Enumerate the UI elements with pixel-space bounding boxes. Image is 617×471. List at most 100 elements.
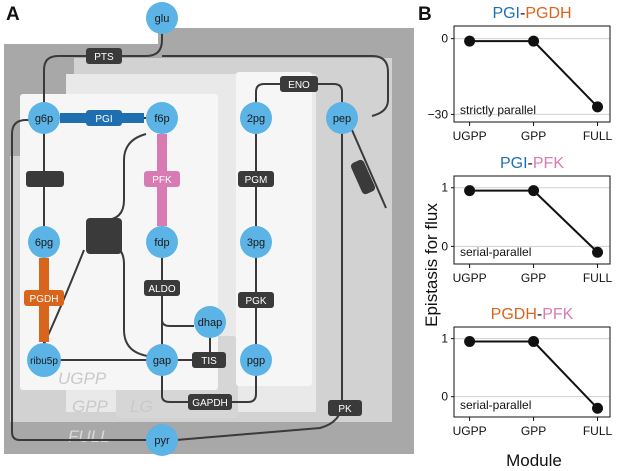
chart-title: PGI-PFK — [500, 155, 564, 172]
svg-text:PFK: PFK — [152, 175, 172, 186]
svg-text:PK: PK — [338, 404, 352, 415]
panel-a-letter: A — [6, 4, 20, 25]
data-point — [464, 185, 476, 197]
data-point — [528, 336, 540, 348]
svg-text:gap: gap — [153, 355, 171, 367]
enzyme-aldo: ALDO — [144, 280, 180, 296]
chart-frame — [453, 25, 611, 123]
chart-title-left: PGI — [492, 5, 520, 22]
y-tick-label: 0 — [441, 239, 448, 253]
svg-text:PGDH: PGDH — [30, 294, 59, 305]
enzyme-transketolase-block — [86, 218, 122, 254]
svg-text:g6p: g6p — [35, 113, 53, 125]
enzyme-gapdh: GAPDH — [188, 394, 232, 410]
metabolite-glu: glu — [146, 2, 178, 34]
module-label-ugpp: UGPP — [58, 369, 107, 388]
metabolite-6pg: 6pg — [28, 226, 60, 258]
chart-title-left: PGDH — [491, 306, 537, 323]
x-tick-label: UGPP — [453, 271, 487, 285]
metabolite-ribu5p: ribu5p — [27, 343, 61, 377]
x-tick-label: FULL — [583, 424, 613, 438]
module-label-lg: LG — [130, 397, 153, 416]
svg-text:GAPDH: GAPDH — [192, 398, 228, 409]
data-point — [592, 402, 604, 414]
svg-text:2pg: 2pg — [247, 113, 265, 125]
series-line — [469, 189, 599, 253]
svg-text:pyr: pyr — [154, 435, 170, 447]
metabolite-pyr: pyr — [146, 424, 178, 456]
metabolite-gap: gap — [146, 344, 178, 376]
enzyme-pk: PK — [328, 400, 362, 416]
y-tick-label: −30 — [428, 107, 449, 121]
chart-title-right: PFK — [542, 306, 573, 323]
x-axis-title: Module — [506, 451, 562, 470]
metabolite-fdp: fdp — [146, 226, 178, 258]
edge-aldo-dhap — [161, 300, 194, 327]
svg-text:ALDO: ALDO — [148, 284, 175, 295]
panel-b-letter: B — [418, 4, 432, 25]
y-tick-label: 1 — [441, 181, 448, 195]
x-tick-label: GPP — [521, 129, 546, 143]
data-point — [592, 246, 604, 258]
metabolite-pgp: pgp — [240, 344, 272, 376]
enzyme-pgdh: PGDH — [24, 290, 64, 306]
metabolite-f6p: f6p — [146, 102, 178, 134]
metabolite-g6p: g6p — [28, 102, 60, 134]
y-tick-label: 0 — [441, 32, 448, 46]
svg-text:pep: pep — [333, 113, 351, 125]
chart-annotation: strictly parallel — [460, 103, 536, 117]
edge-pts-pep — [162, 55, 389, 117]
edge-pts-loop — [11, 119, 148, 441]
data-point — [464, 336, 476, 348]
x-tick-label: GPP — [521, 271, 546, 285]
metabolite-dhap: dhap — [194, 306, 226, 338]
svg-text:PGK: PGK — [245, 296, 266, 307]
series-line — [469, 40, 599, 108]
enzyme-pfk: PFK — [144, 171, 180, 187]
chart-frame — [453, 326, 611, 418]
x-tick-label: GPP — [521, 424, 546, 438]
chart-title-separator: - — [520, 5, 525, 22]
y-tick-label: 0 — [441, 390, 448, 404]
chart-title: PGDH-PFK — [491, 306, 574, 323]
chart-frame — [453, 175, 611, 265]
data-point — [528, 185, 540, 197]
x-tick-label: UGPP — [453, 129, 487, 143]
svg-text:PGM: PGM — [245, 175, 268, 186]
data-point — [464, 35, 476, 47]
enzyme-eno: ENO — [280, 76, 318, 92]
chart-title-right: PFK — [533, 155, 564, 172]
y-tick-label: 1 — [441, 332, 448, 346]
module-label-full: FULL — [68, 427, 110, 446]
enzyme-pep-export-unlabeled — [350, 159, 376, 195]
chart-title-separator: - — [528, 155, 533, 172]
chart-title: PGI-PGDH — [492, 5, 571, 22]
enzyme-pgi: PGI — [86, 110, 122, 126]
edge-tk-f6p — [103, 133, 147, 221]
data-point — [592, 101, 604, 113]
y-axis-title: Epistasis for flux — [422, 203, 441, 327]
svg-text:TIS: TIS — [201, 356, 217, 367]
svg-text:f6p: f6p — [154, 113, 169, 125]
edge-pep-export — [351, 129, 387, 209]
module-label-gpp: GPP — [72, 397, 109, 416]
chart-annotation: serial-parallel — [460, 398, 531, 412]
x-tick-label: FULL — [583, 129, 613, 143]
x-tick-label: UGPP — [453, 424, 487, 438]
svg-text:PGI: PGI — [95, 114, 112, 125]
enzyme-pts: PTS — [86, 48, 122, 64]
chart-title-left: PGI — [500, 155, 528, 172]
chart-title-right: PGDH — [525, 5, 571, 22]
svg-text:ribu5p: ribu5p — [30, 356, 58, 367]
chart-annotation: serial-parallel — [460, 245, 531, 259]
svg-text:6pg: 6pg — [35, 237, 53, 249]
svg-text:fdp: fdp — [154, 237, 169, 249]
svg-text:PTS: PTS — [94, 52, 114, 63]
metabolite-2pg: 2pg — [240, 102, 272, 134]
metabolite-3pg: 3pg — [240, 226, 272, 258]
svg-text:dhap: dhap — [198, 317, 222, 329]
enzyme-zwf-unlabeled — [26, 171, 64, 187]
